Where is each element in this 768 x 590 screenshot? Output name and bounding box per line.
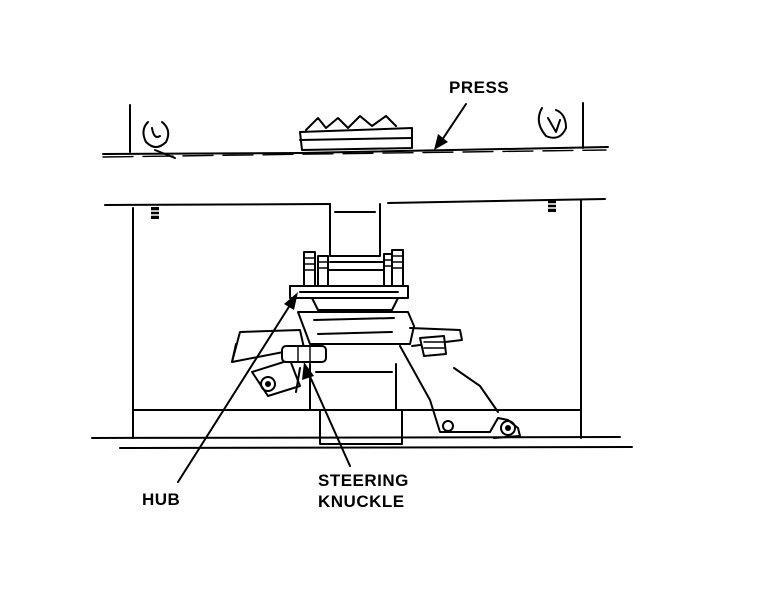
beam-bolt-left <box>151 207 159 219</box>
press-top-jaw <box>299 115 413 151</box>
hub-label: HUB <box>142 490 180 509</box>
press-leader <box>434 103 467 150</box>
press-ram <box>326 203 387 271</box>
steering-knuckle-label-line2: KNUCKLE <box>318 492 405 511</box>
steering-knuckle-label-line1: STEERING <box>318 471 409 490</box>
right-handwheel-icon <box>537 107 567 139</box>
left-handwheel-icon <box>142 121 176 159</box>
steering-knuckle <box>231 311 521 445</box>
press-lower-frame <box>91 199 633 449</box>
steering-knuckle-leader <box>302 362 351 467</box>
hub-assembly <box>289 249 409 311</box>
press-label: PRESS <box>449 78 509 97</box>
press-upper-frame <box>102 102 609 206</box>
hub-leader <box>177 292 298 483</box>
beam-bolt-right <box>548 200 556 212</box>
